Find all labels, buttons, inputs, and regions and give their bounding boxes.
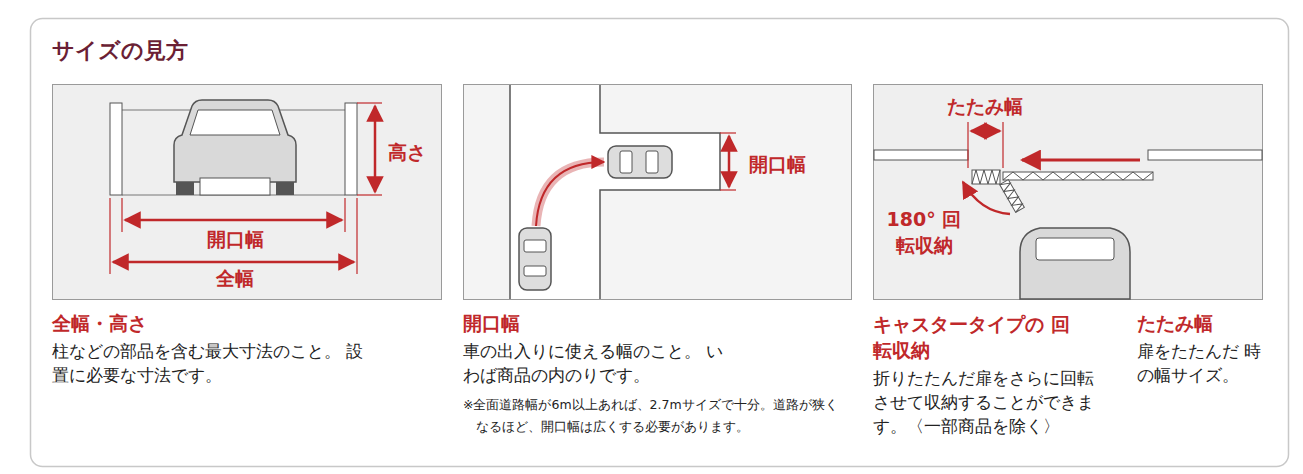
dimension-label: たたみ幅 bbox=[925, 94, 1045, 118]
dimension-label: 高さ bbox=[382, 140, 432, 164]
caption-heading: 全幅・高さ bbox=[52, 311, 147, 336]
title: サイズの見方 bbox=[52, 36, 188, 66]
illustration-panel: たたみ幅 180° 回転収納 bbox=[873, 84, 1263, 300]
caption-body: 折りたたんだ扉をさらに回転させて収納することができます。〈一部商品を除く〉 bbox=[873, 366, 1095, 438]
panel-1-drawing bbox=[53, 85, 442, 300]
caption-body: 扉をたたんだ 時の幅サイズ。 bbox=[1137, 339, 1265, 387]
caption-body: 車の出入りに使える幅のこと。 いわば商品の内のりです。 bbox=[463, 339, 725, 387]
caption-heading: キャスタータイプの 回転収納 bbox=[873, 311, 1088, 363]
panel-2-drawing bbox=[464, 85, 852, 300]
illustration-panel: 高さ開口幅全幅 bbox=[52, 84, 442, 300]
caption-body: 柱などの部品を含む最大寸法のこと。 設置に必要な寸法です。 bbox=[52, 339, 367, 387]
dimension-label: 全幅 bbox=[180, 266, 290, 290]
dimension-label: 180° 回転収納 bbox=[879, 206, 969, 258]
illustration-panel: 開口幅 bbox=[463, 84, 852, 300]
panel-3-drawing bbox=[874, 85, 1263, 300]
outer-frame bbox=[31, 19, 1289, 467]
dimension-label: 開口幅 bbox=[737, 152, 817, 176]
footnote: ※全面道路幅が6m以上あれば、2.7mサイズで十分。道路が狭くなるほど、開口幅は… bbox=[463, 394, 848, 438]
caption-heading: 開口幅 bbox=[463, 311, 520, 336]
dimension-label: 開口幅 bbox=[180, 227, 290, 251]
caption-heading: たたみ幅 bbox=[1137, 311, 1213, 336]
